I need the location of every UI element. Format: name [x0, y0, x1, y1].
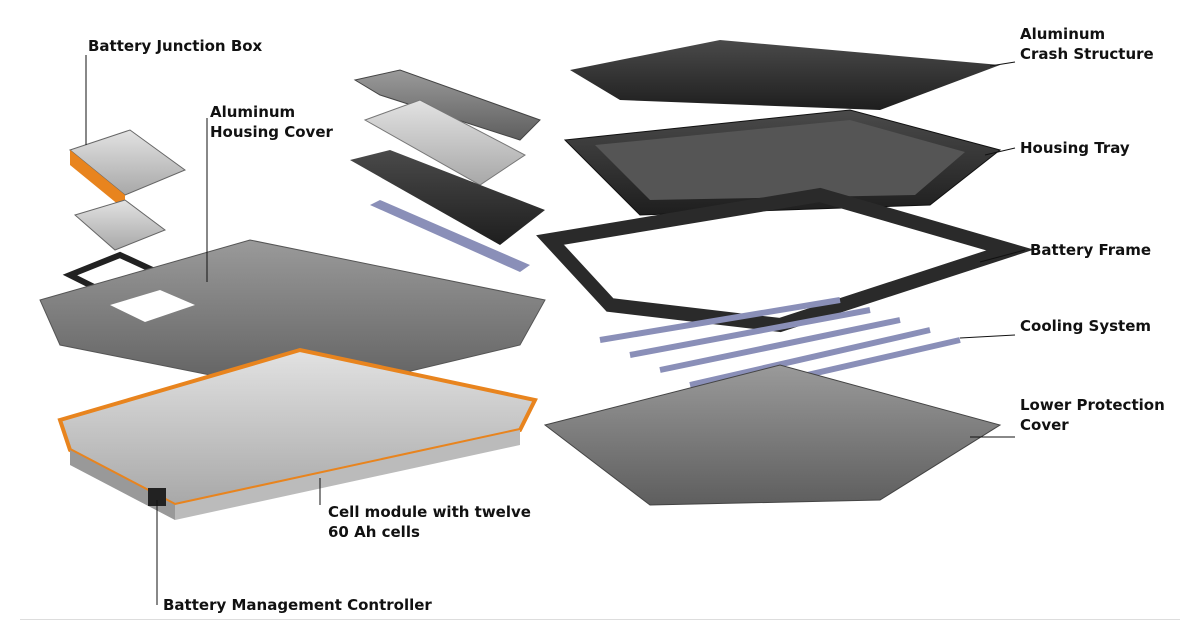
label-aluminum-housing-cover-line2: Housing Cover	[210, 123, 333, 141]
label-battery-frame: Battery Frame	[1030, 241, 1152, 259]
label-crash-structure-line1: Aluminum	[1020, 25, 1106, 43]
label-housing-tray: Housing Tray	[1020, 139, 1130, 157]
label-cell-module-line1: Cell module with twelve	[328, 503, 531, 521]
bottom-divider	[20, 619, 1180, 620]
battery-frame-part	[536, 187, 1034, 333]
label-aluminum-housing-cover-line1: Aluminum	[210, 103, 296, 121]
label-battery-management-controller: Battery Management Controller	[163, 596, 432, 614]
label-cooling-system: Cooling System	[1020, 317, 1152, 335]
aluminum-housing-cover-part	[39, 239, 546, 396]
leader-lines	[85, 55, 1026, 605]
label-lower-protection-line1: Lower Protection	[1020, 396, 1165, 414]
label-lower-protection-line2: Cover	[1020, 416, 1069, 434]
cell-modules-part	[57, 347, 538, 520]
upper-module-part	[350, 69, 545, 272]
label-battery-junction-box: Battery Junction Box	[88, 37, 263, 55]
label-crash-structure-line2: Crash Structure	[1020, 45, 1154, 63]
label-cell-module-line2: 60 Ah cells	[328, 523, 420, 541]
lower-protection-cover-part	[543, 364, 1002, 506]
crash-structure-part	[570, 40, 1000, 110]
